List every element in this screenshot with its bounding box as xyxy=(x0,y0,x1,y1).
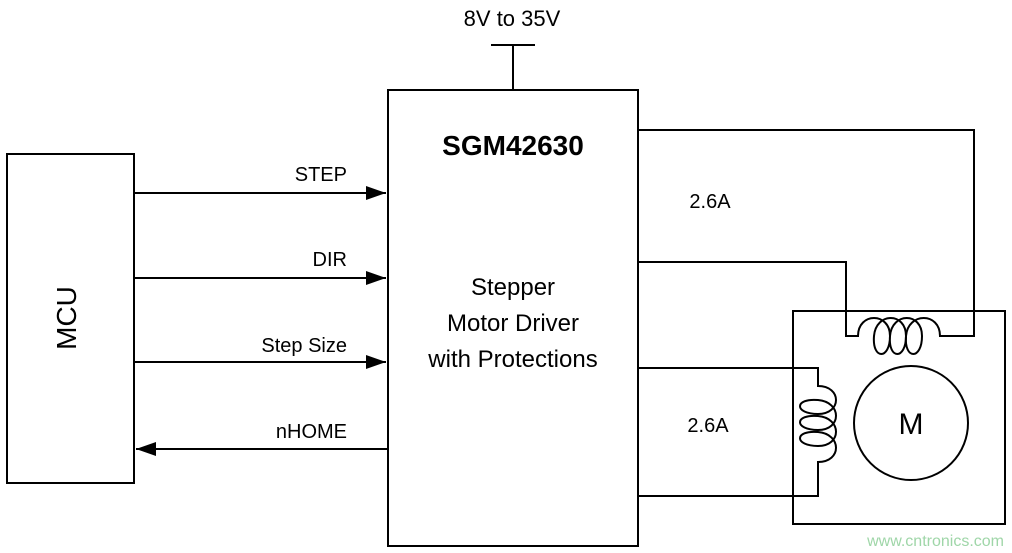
driver-part-number: SGM42630 xyxy=(442,130,584,161)
winding-b-coil xyxy=(799,378,837,484)
nhome-label: nHOME xyxy=(276,421,347,443)
driver-description-line-2: Motor Driver xyxy=(447,310,579,337)
signal-step: STEP xyxy=(134,164,386,200)
winding-b-wire-2 xyxy=(638,484,819,497)
dir-label: DIR xyxy=(313,249,347,271)
signal-dir: DIR xyxy=(134,249,386,285)
driver-description-line-1: Stepper xyxy=(471,274,555,301)
winding-a-coil xyxy=(850,317,908,355)
motor-label: M xyxy=(899,408,924,441)
signal-step-size: Step Size xyxy=(134,335,386,369)
winding-a xyxy=(638,129,975,355)
stepper-motor: M xyxy=(792,310,1006,525)
driver-block: SGM42630 Stepper Motor Driver with Prote… xyxy=(387,89,639,547)
motor-symbol xyxy=(853,365,969,481)
supply-voltage-label: 8V to 35V xyxy=(464,6,561,31)
output-a-current-label: 2.6A xyxy=(689,191,731,213)
mcu-label: MCU xyxy=(51,286,82,350)
winding-a-wire-2 xyxy=(638,261,850,337)
step-size-label: Step Size xyxy=(261,335,347,357)
winding-a-wire-1 xyxy=(638,129,975,337)
power-supply: 8V to 35V xyxy=(464,6,561,90)
driver-box xyxy=(387,89,639,547)
winding-b xyxy=(638,367,837,497)
mcu-block: MCU xyxy=(6,153,135,484)
winding-a-coil-2 xyxy=(889,317,970,355)
winding-b-wire-1 xyxy=(638,367,819,378)
driver-description-line-3: with Protections xyxy=(427,346,597,373)
signal-nhome: nHOME xyxy=(136,421,388,456)
watermark-text: www.cntronics.com xyxy=(866,533,1004,550)
step-label: STEP xyxy=(295,164,347,186)
mcu-box xyxy=(6,153,135,484)
output-b-current-label: 2.6A xyxy=(687,415,729,437)
